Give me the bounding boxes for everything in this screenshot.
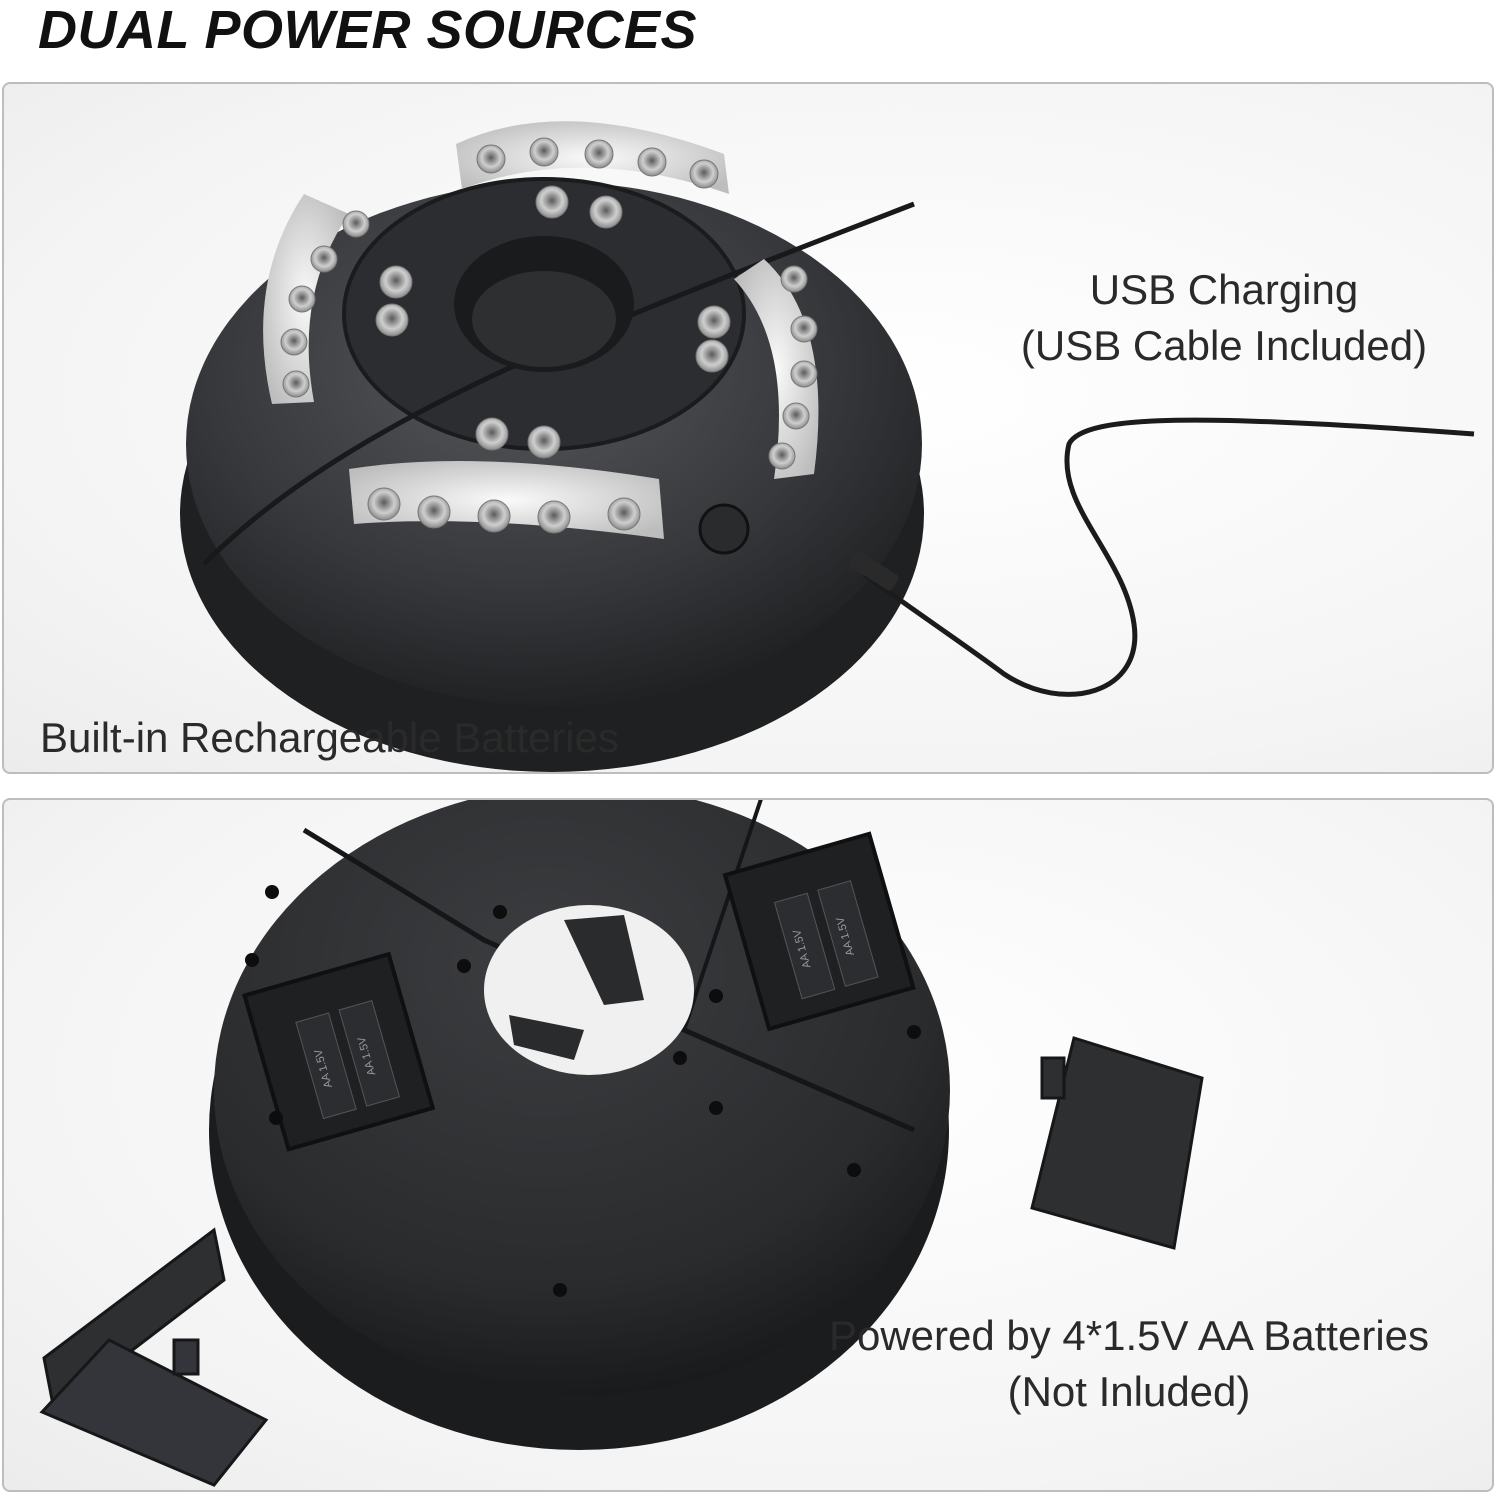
builtin-battery-caption: Built-in Rechargeable Batteries [40,714,619,761]
battery-compartment-left: AA 1.5V AA 1.5V [242,951,436,1152]
battery-cover-right [1030,1036,1204,1250]
usb-cable [862,417,1475,697]
power-button [698,503,750,555]
light-top-illustration [180,121,1475,772]
battery-compartment-right: AA 1.5V AA 1.5V [722,831,916,1032]
aa-battery-caption: Powered by 4*1.5V AA Batteries (Not Inlu… [828,1312,1430,1415]
aa-battery-panel: AA 1.5V AA 1.5V AA 1.5V AA 1.5V Powered … [2,798,1494,1492]
usb-charging-panel: USB Charging (USB Cable Included) Built-… [2,82,1494,774]
usb-charging-caption: USB Charging (USB Cable Included) [1020,266,1428,369]
page-title: DUAL POWER SOURCES [38,0,698,60]
light-bottom-illustration: AA 1.5V AA 1.5V AA 1.5V AA 1.5V [39,800,1204,1487]
